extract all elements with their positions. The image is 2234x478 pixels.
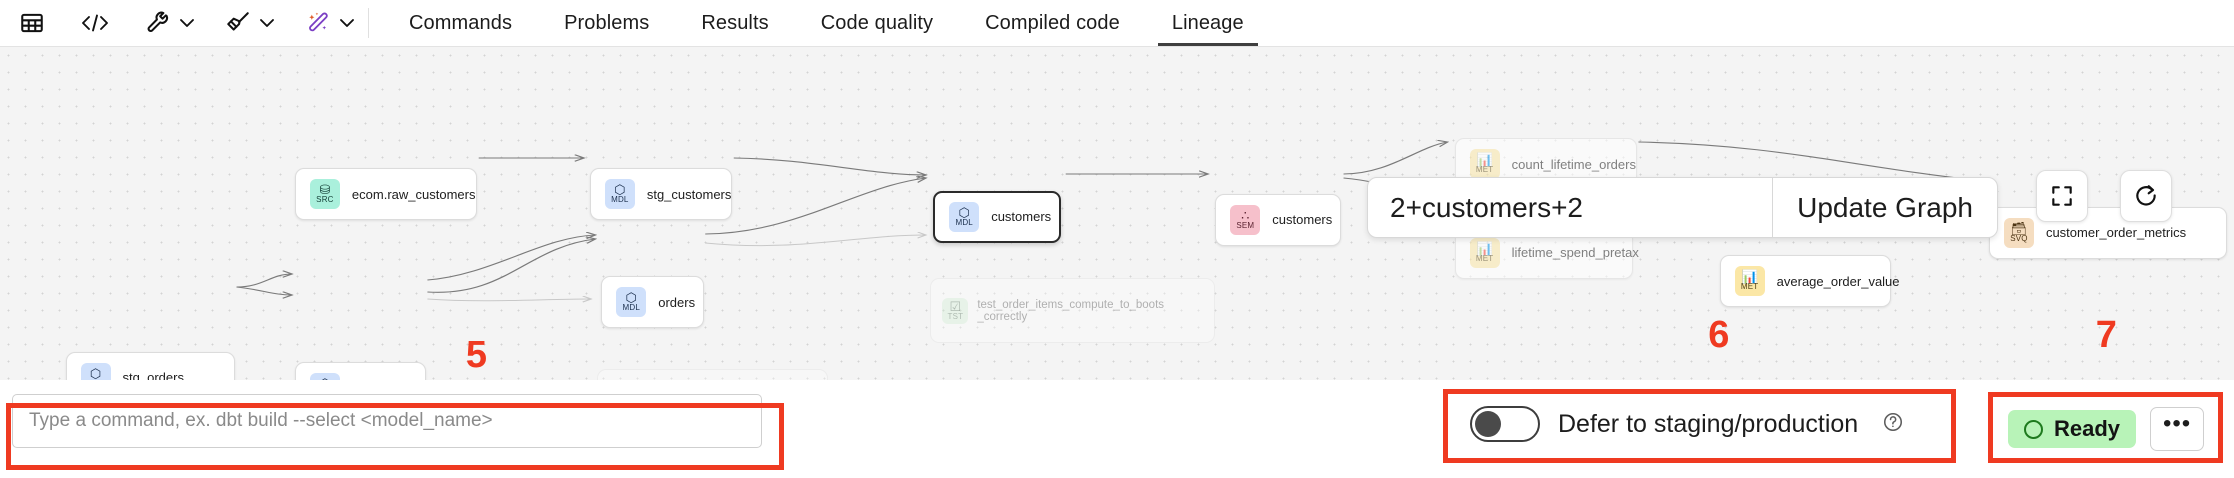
tab-label: Problems — [564, 11, 650, 34]
lineage-node-customer-order-metrics[interactable]: 🗃SVQ customer_order_metrics — [1988, 206, 2227, 259]
update-graph-button[interactable]: Update Graph — [1797, 191, 1973, 223]
chevron-down-icon[interactable] — [336, 18, 358, 28]
ellipsis-icon: ••• — [2162, 410, 2192, 437]
annotation-number-5: 5 — [465, 334, 488, 377]
lineage-node-stg-orders[interactable]: ⬡MDL stg_orders — [65, 351, 236, 380]
table-icon[interactable] — [14, 5, 50, 41]
node-label: customers — [991, 209, 1052, 225]
lineage-node-stg-customers[interactable]: ⬡MDL stg_customers — [589, 168, 733, 221]
lineage-graph-canvas[interactable]: ⬡MDL stg_orders ⛁SRC ecom.raw_customers … — [0, 47, 2234, 380]
tab-label: Results — [701, 11, 769, 34]
mdl-badge: ⬡MDL — [949, 201, 980, 232]
toolbar-divider — [368, 8, 369, 38]
lineage-node-ecom-raw-customers[interactable]: ⛁SRC ecom.raw_customers — [294, 168, 478, 221]
status-group: Ready ••• — [2008, 407, 2205, 451]
chevron-down-icon[interactable] — [256, 18, 278, 28]
node-label: stg_orders — [122, 370, 184, 380]
met-badge: 📊MET — [1734, 266, 1765, 296]
defer-label: Defer to staging/production — [1558, 409, 1859, 438]
fit-view-button[interactable] — [2035, 169, 2088, 222]
node-label: ecom.raw_customers — [351, 186, 476, 202]
chevron-down-icon[interactable] — [176, 18, 198, 28]
bar-chart-icon: 📊 — [1476, 240, 1493, 256]
chip-divider — [1772, 178, 1774, 237]
tab-label: Lineage — [1171, 11, 1244, 34]
annotation-number-7: 7 — [2095, 314, 2117, 357]
status-text: Ready — [2054, 416, 2121, 441]
lineage-node-order-items[interactable]: ⬡MDL order_items — [294, 361, 426, 380]
met-badge: 📊MET — [1469, 237, 1500, 268]
met-badge: 📊MET — [1469, 149, 1500, 180]
cube-icon: ⬡ — [89, 365, 102, 380]
lineage-node-test-order-items[interactable]: ☑TST test_order_items_compute_to_boots _… — [930, 277, 1216, 344]
node-label: count_lifetime_orders — [1511, 156, 1636, 172]
node-label: orders — [658, 294, 696, 310]
svq-badge: 🗃SVQ — [2003, 217, 2034, 248]
question-circle-icon[interactable] — [1882, 411, 1904, 438]
wrench-icon[interactable] — [140, 5, 176, 41]
cube-icon: ⬡ — [614, 182, 626, 198]
panel-tabs: Commands Problems Results Code quality C… — [383, 0, 1270, 46]
cube-icon: ⬡ — [625, 290, 637, 306]
toolbar-icon-group — [0, 0, 383, 46]
defer-control-group: Defer to staging/production — [1470, 406, 1904, 442]
tab-lineage[interactable]: Lineage — [1146, 0, 1270, 46]
node-label: average_order_value — [1776, 273, 1900, 289]
src-badge: ⛁SRC — [309, 179, 340, 210]
graph-selector-chip[interactable]: 2+customers+2 Update Graph — [1367, 177, 1998, 238]
magic-wand-icon[interactable] — [300, 5, 336, 41]
lineage-node-orders[interactable]: ⬡MDL orders — [601, 276, 704, 329]
lineage-node-customers-semantic[interactable]: ∴SEM customers — [1215, 193, 1341, 246]
bar-chart-icon: 📊 — [1476, 152, 1493, 168]
node-label: lifetime_spend_pretax — [1511, 245, 1639, 261]
node-label: test_order_items_compute_to_boots _corre… — [977, 298, 1165, 323]
toggle-knob — [1475, 411, 1501, 437]
bar-chart-icon: 📊 — [1741, 269, 1758, 284]
tab-label: Code quality — [820, 11, 934, 34]
refresh-graph-button[interactable] — [2120, 169, 2173, 222]
tab-code-quality[interactable]: Code quality — [795, 0, 959, 46]
code-icon[interactable] — [76, 5, 114, 41]
tab-label: Compiled code — [985, 11, 1120, 34]
database-icon: ⛁ — [319, 182, 331, 198]
tab-problems[interactable]: Problems — [538, 0, 675, 46]
cube-icon: ⬡ — [958, 204, 970, 220]
node-label: customer_order_metrics — [2045, 225, 2187, 241]
tab-results[interactable]: Results — [675, 0, 794, 46]
semantic-graph-icon: ∴ — [1241, 207, 1250, 223]
node-label: stg_customers — [646, 186, 732, 202]
lineage-node-customers-model[interactable]: ⬡MDL customers — [933, 190, 1062, 243]
annotation-number-6: 6 — [1708, 314, 1730, 357]
lineage-node-average-order-value[interactable]: 📊MET average_order_value — [1719, 255, 1900, 307]
mdl-badge: ⬡MDL — [309, 372, 340, 380]
more-options-button[interactable]: ••• — [2150, 407, 2205, 451]
tst-badge: ☑TST — [942, 297, 969, 324]
node-label: customers — [1272, 212, 1333, 228]
saved-query-icon: 🗃 — [2010, 220, 2028, 236]
tab-compiled-code[interactable]: Compiled code — [959, 0, 1146, 46]
status-badge[interactable]: Ready — [2008, 410, 2137, 448]
sem-badge: ∴SEM — [1230, 204, 1261, 235]
mdl-badge: ⬡MDL — [604, 179, 635, 210]
tab-label: Commands — [409, 11, 513, 34]
defer-toggle[interactable] — [1470, 406, 1540, 442]
lineage-node-test-supply-costs[interactable]: ☑TST test_supply_costs_sum_correctly — [596, 368, 828, 380]
checklist-icon: ☑ — [949, 298, 962, 314]
command-bar: Defer to staging/production Ready ••• — [0, 380, 2234, 478]
status-dot-icon — [2024, 419, 2043, 439]
tab-commands[interactable]: Commands — [383, 0, 538, 46]
graph-selector-value[interactable]: 2+customers+2 — [1390, 191, 1583, 223]
mdl-badge: ⬡MDL — [80, 362, 111, 380]
mdl-badge: ⬡MDL — [616, 287, 647, 318]
cube-icon: ⬡ — [319, 377, 330, 380]
lineage-toolbar: Commands Problems Results Code quality C… — [0, 0, 2234, 47]
broom-icon[interactable] — [220, 5, 256, 41]
command-input[interactable] — [12, 394, 762, 448]
